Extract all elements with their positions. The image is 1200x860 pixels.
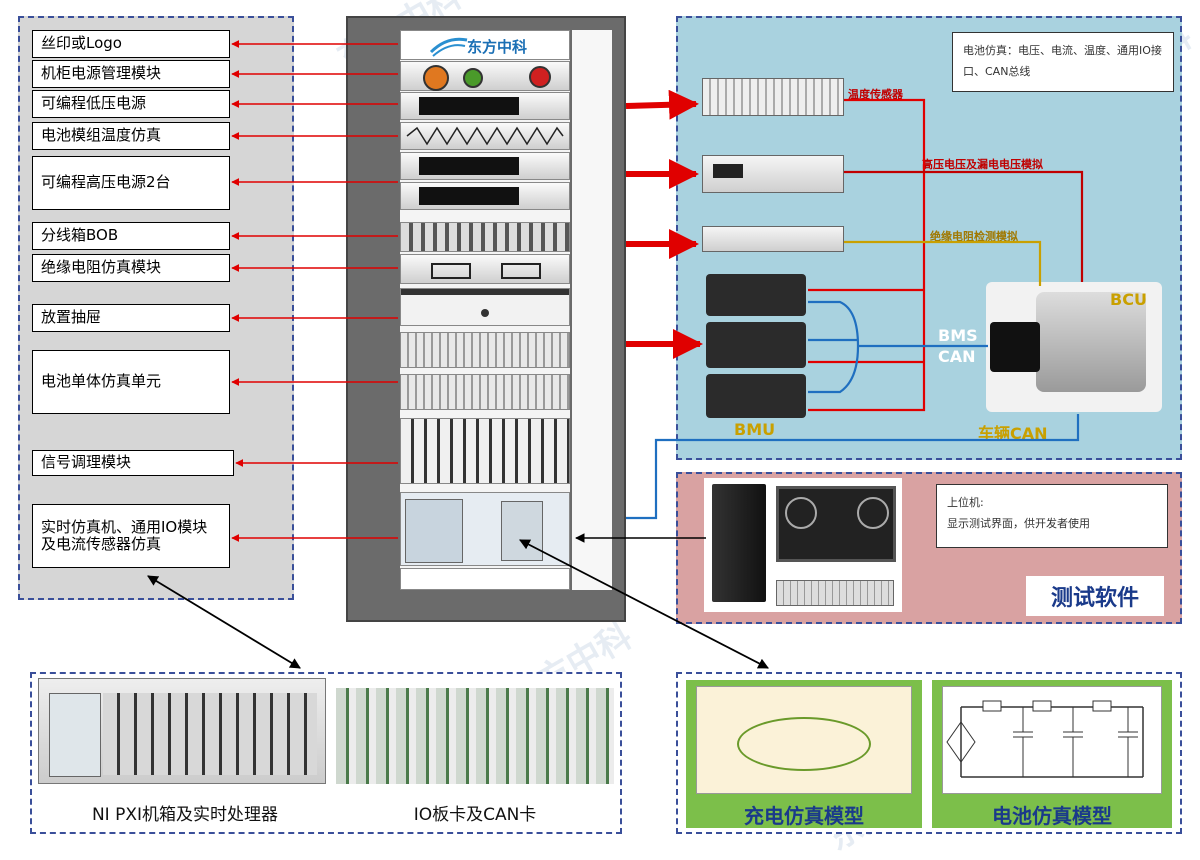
wires (626, 98, 1084, 520)
cabinet-side-panel (572, 30, 612, 590)
label-insulation-sim: 绝缘电阻检测模拟 (930, 230, 1018, 243)
label-logo: 丝印或Logo (32, 30, 230, 58)
rack-hv-supply-1 (400, 152, 570, 180)
label-drawer: 放置抽屉 (32, 304, 230, 332)
caption-pxi: NI PXI机箱及实时处理器 (91, 805, 279, 825)
label-insulation: 绝缘电阻仿真模块 (32, 254, 230, 282)
bmu-device-1 (706, 274, 806, 316)
gauge-icon (857, 497, 889, 529)
charge-model-diagram (696, 686, 912, 794)
display-screen (419, 157, 519, 175)
bcu-connector (990, 322, 1040, 372)
label-bmu: BMU (734, 420, 776, 439)
rack-signal-cond (400, 418, 570, 484)
keyboard (776, 580, 894, 606)
display-screen (713, 164, 743, 178)
rack-to-models-arrow (519, 539, 769, 669)
label-hv-supply: 可编程高压电源2台 (32, 156, 230, 210)
red-button[interactable] (529, 66, 551, 88)
pxi-controller (405, 499, 463, 563)
rack-bob (400, 222, 570, 252)
gauge-icon (785, 497, 817, 529)
circuit-icon (946, 700, 1144, 778)
resistor-block (431, 263, 471, 279)
rack-to-pxi-arrow (147, 575, 301, 669)
pxi-chassis-image (38, 678, 326, 784)
label-realtime: 实时仿真机、通用IO模块及电流传感器仿真 (32, 504, 230, 568)
hv-sim-device (702, 155, 844, 193)
rack-cell-sim-2 (400, 374, 570, 410)
label-signal-cond: 信号调理模块 (32, 450, 234, 476)
label-bob: 分线箱BOB (32, 222, 230, 250)
green-button[interactable] (463, 68, 483, 88)
display-screen (419, 187, 519, 205)
bcu-device (986, 282, 1162, 412)
label-hv-sim: 高压电压及漏电电压模拟 (922, 158, 1043, 171)
drawer-handle[interactable] (481, 309, 489, 317)
label-temp-sensor: 温度传感器 (848, 88, 903, 101)
bmu-device-3 (706, 374, 806, 418)
label-lv-supply: 可编程低压电源 (32, 90, 230, 118)
rack-cell-sim-1 (400, 332, 570, 368)
rack-logo-text: 东方中科 (467, 38, 528, 56)
rack-power-mgmt (400, 61, 570, 91)
test-note-title: 上位机: (947, 496, 984, 509)
label-vehicle-can: 车辆CAN (978, 424, 1048, 443)
temp-sensor-device (702, 78, 844, 116)
test-note: 上位机: 显示测试界面，供开发者使用 (936, 484, 1168, 548)
model-ellipse (737, 717, 871, 771)
rack-logo-panel: 东方中科 (400, 30, 570, 60)
rack-insulation (400, 254, 570, 284)
rack-lv-supply (400, 92, 570, 120)
resistor-wave-icon (406, 126, 564, 146)
rack-drawer[interactable] (400, 288, 570, 326)
battery-model-diagram (942, 686, 1162, 794)
monitor (776, 486, 896, 562)
rack-arrows (231, 40, 398, 542)
bcu-housing (1036, 292, 1146, 392)
display-screen (419, 97, 519, 115)
label-bcu: BCU (1110, 290, 1147, 309)
pxi-slots (103, 693, 317, 775)
orange-knob[interactable] (423, 65, 449, 91)
charge-model-label: 充电仿真模型 (744, 804, 864, 828)
pxi-controller (49, 693, 101, 777)
rack-temp-sim (400, 122, 570, 150)
label-cell-sim: 电池单体仿真单元 (32, 350, 230, 414)
label-power-mgmt: 机柜电源管理模块 (32, 60, 230, 88)
insulation-sim-device (702, 226, 844, 252)
rack-hv-supply-2 (400, 182, 570, 210)
test-software-label: 测试软件 (1026, 576, 1164, 616)
caption-io: IO板卡及CAN卡 (413, 805, 537, 825)
io-cards-image (336, 688, 614, 784)
test-note-body: 显示测试界面，供开发者使用 (947, 516, 1090, 530)
hil-note: 电池仿真：电压、电流、温度、通用IO接口、CAN总线 (952, 32, 1174, 92)
battery-model-label: 电池仿真模型 (992, 804, 1112, 828)
logo-swoosh-icon (429, 37, 468, 57)
bmu-device-2 (706, 322, 806, 368)
resistor-block (501, 263, 541, 279)
label-bms-can: BMS CAN (938, 326, 978, 366)
label-temp-sim: 电池模组温度仿真 (32, 122, 230, 150)
hil-arrows (625, 89, 703, 359)
